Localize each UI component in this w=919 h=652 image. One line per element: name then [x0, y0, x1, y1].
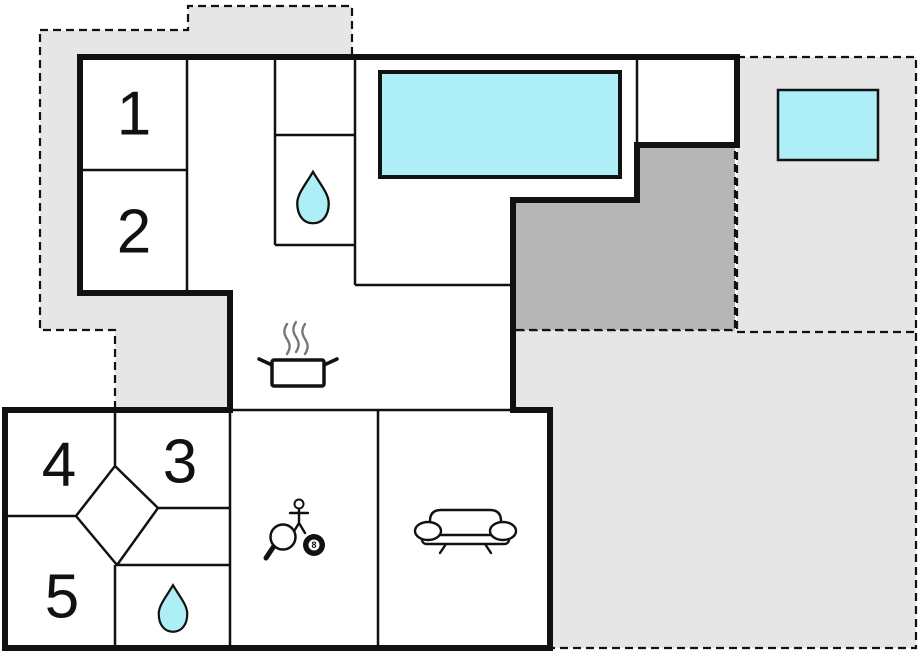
room-label-5: 5: [45, 563, 79, 632]
game-room-icons: 8: [263, 498, 325, 561]
room-label-4: 4: [42, 431, 76, 500]
terrace-top-left: [38, 4, 354, 412]
room-labels: 1 2 3 4 5: [42, 80, 197, 632]
interior-walls: [5, 57, 639, 648]
kitchen-icons: [257, 320, 339, 388]
eight-ball-number: 8: [311, 540, 316, 550]
hot-tub: [776, 88, 880, 162]
room-label-2: 2: [117, 198, 151, 267]
room-label-3: 3: [163, 428, 197, 497]
eight-ball-icon: 8: [303, 534, 325, 556]
table-tennis-paddle-icon: [263, 523, 297, 561]
cooking-pot-icon: [270, 358, 326, 388]
steam-icon: [283, 320, 309, 356]
swimming-pool: [378, 70, 622, 179]
room-label-1: 1: [117, 80, 151, 149]
sofa-icon: [413, 508, 518, 555]
cooking-pot-handles: [257, 357, 339, 367]
foosball-player-icon: [288, 498, 310, 535]
